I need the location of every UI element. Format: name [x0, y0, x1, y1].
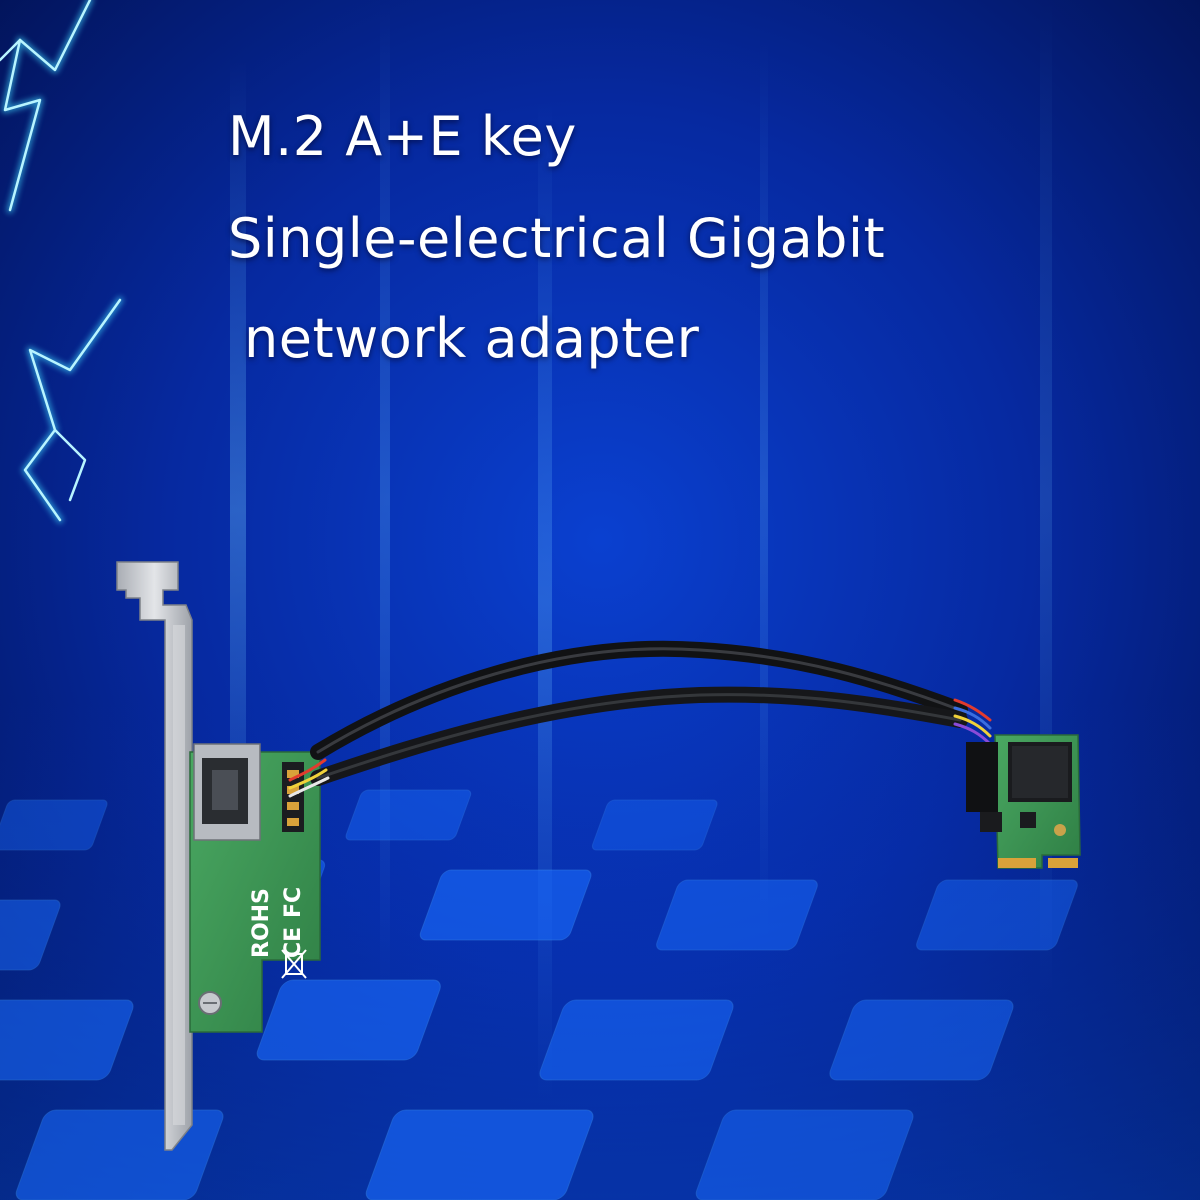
- headline-line-2: Single-electrical Gigabit: [228, 207, 886, 270]
- rj45-board: ROHS CE FC: [189, 743, 321, 1033]
- fc-mark-icon: FC: [281, 887, 306, 918]
- m2-card: [966, 734, 1081, 869]
- lightning-bolt-icon: [0, 0, 124, 524]
- wire-connector: [966, 742, 998, 812]
- rj45-port-icon: [193, 743, 261, 841]
- rohs-marking: ROHS: [249, 888, 274, 958]
- light-beam: [380, 0, 390, 1000]
- headline-line-3: network adapter: [244, 307, 700, 370]
- weee-bin-icon: [281, 949, 307, 979]
- twin-cable: [288, 640, 992, 798]
- pci-bracket: [116, 561, 193, 1151]
- headline-line-1: M.2 A+E key: [228, 105, 577, 168]
- light-beam: [760, 40, 768, 940]
